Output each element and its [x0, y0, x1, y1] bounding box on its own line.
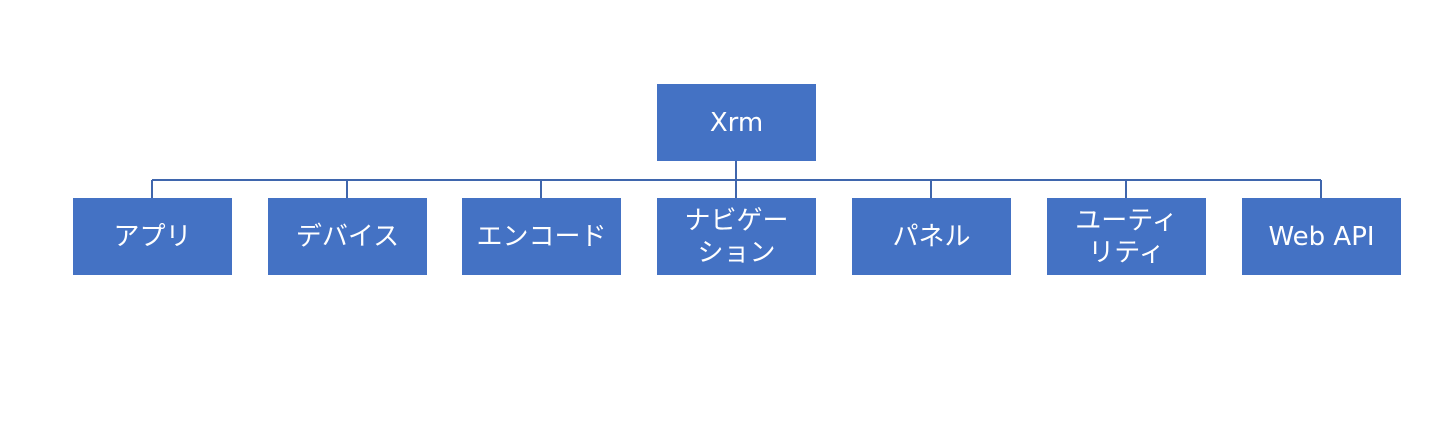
- child-node-label: エンコード: [476, 221, 607, 252]
- root-node-xrm[interactable]: Xrm: [657, 84, 816, 161]
- child-node-web-api[interactable]: Web API: [1242, 198, 1401, 275]
- child-node-label: デバイス: [295, 221, 400, 252]
- child-node-label: パネル: [892, 221, 971, 252]
- child-node-app[interactable]: アプリ: [73, 198, 232, 275]
- child-node-label: ユーティ リティ: [1075, 205, 1178, 268]
- child-node-device[interactable]: デバイス: [268, 198, 427, 275]
- child-node-label: ナビゲー ション: [684, 205, 789, 268]
- root-node-label: Xrm: [709, 107, 764, 138]
- child-node-label: Web API: [1268, 221, 1375, 252]
- child-node-navigation[interactable]: ナビゲー ション: [657, 198, 816, 275]
- child-node-label: アプリ: [113, 221, 192, 252]
- child-node-utility[interactable]: ユーティ リティ: [1047, 198, 1206, 275]
- child-node-encode[interactable]: エンコード: [462, 198, 621, 275]
- child-node-panel[interactable]: パネル: [852, 198, 1011, 275]
